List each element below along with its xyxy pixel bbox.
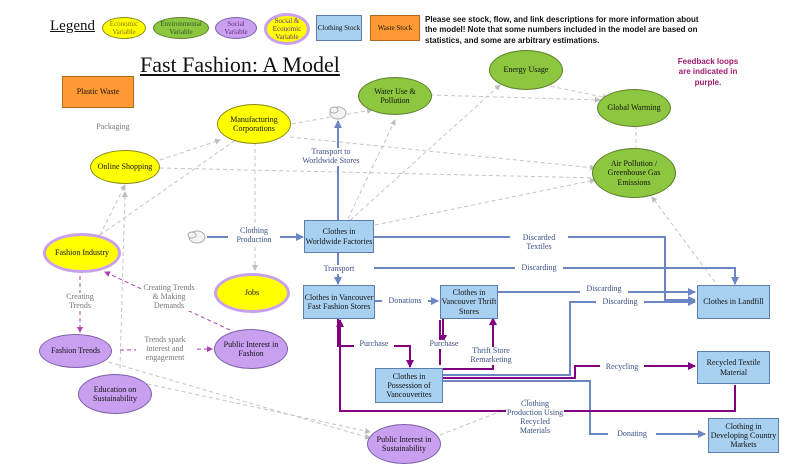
stock-clothes-possession[interactable]: Clothes in Possession of Vancouverites [375,368,443,403]
label-packaging: Packaging [96,122,130,131]
label-discarding-1: Discarding [515,263,563,273]
cloud-source-icon-transport [329,106,347,120]
feedback-note: Feedback loops are indicated in purple. [677,57,739,87]
label-transport: Transport [316,264,362,274]
node-energy-usage[interactable]: Energy Usage [489,50,563,90]
label-clothing-production: Clothing Production [228,226,280,245]
label-recycling: Recycling [600,362,644,372]
legend-environmental: Environmental Variable [153,17,209,39]
node-water-use[interactable]: Water Use & Pollution [358,77,432,115]
label-trends-spark: Trends spark interest and engagement [136,335,194,363]
diagram-title: Fast Fashion: A Model [140,52,340,77]
label-donating: Donating [608,429,656,439]
stock-developing-markets[interactable]: Clothing in Developing Country Markets [708,418,779,453]
stock-clothes-factories[interactable]: Clothes in Worldwide Factories [304,220,374,253]
legend-title: Legend [50,18,95,34]
stock-clothes-landfill[interactable]: Clothes in Landfill [697,285,770,319]
legend-economic: Economic Variable [102,17,146,39]
node-online-shopping[interactable]: Online Shopping [90,150,160,184]
node-global-warming[interactable]: Global Warming [597,89,671,127]
label-thrift-remarketing: Thrift Store Remarketing [462,346,520,365]
node-air-pollution[interactable]: Air Pollution / Greenhouse Gas Emissions [592,148,676,198]
label-discarding-2: Discarding [580,284,628,294]
stock-clothes-thrift-stores[interactable]: Clothes in Vancouver Thrift Stores [440,285,498,319]
legend-social: Social Variable [215,17,257,39]
node-plastic-waste[interactable]: Plastic Waste [62,76,134,108]
node-fashion-industry[interactable]: Fashion Industry [43,233,121,273]
node-manufacturing-corporations[interactable]: Manufacturing Corporations [217,104,291,144]
label-discarded-textiles: Discarded Textiles [510,233,568,252]
node-fashion-trends[interactable]: Fashion Trends [39,334,112,368]
label-donations: Donations [382,296,428,306]
node-public-interest-fashion[interactable]: Public Interest in Fashion [214,329,288,369]
node-public-interest-sustainability[interactable]: Public Interest in Sustainability [367,424,441,464]
cloud-source-icon [187,230,206,244]
label-purchase-2: Purchase [424,339,464,349]
legend-clothing-stock: Clothing Stock [316,15,362,41]
stock-recycled-textile[interactable]: Recycled Textile Material [697,351,770,384]
stock-clothes-fast-fashion-stores[interactable]: Clothes in Vancouver Fast Fashion Stores [303,285,375,319]
label-creating-trends: Creating Trends [56,292,104,311]
label-creating-trends-demands: Creating Trends & Making Demands [142,283,196,311]
legend-waste-stock: Waste Stock [370,15,420,41]
label-discarding-3: Discarding [596,297,644,307]
label-purchase-1: Purchase [354,339,394,349]
model-note: Please see stock, flow, and link descrip… [425,15,699,45]
label-transport-worldwide: Transport to Worldwide Stores [301,147,361,166]
information-links [94,81,716,440]
legend-social-economic: Social & Economic Variable [264,13,310,45]
node-jobs[interactable]: Jobs [214,273,290,313]
label-clothing-production-recycled: Clothing Production Using Recycled Mater… [506,399,564,436]
node-education-sustainability[interactable]: Education on Sustainability [78,374,152,414]
